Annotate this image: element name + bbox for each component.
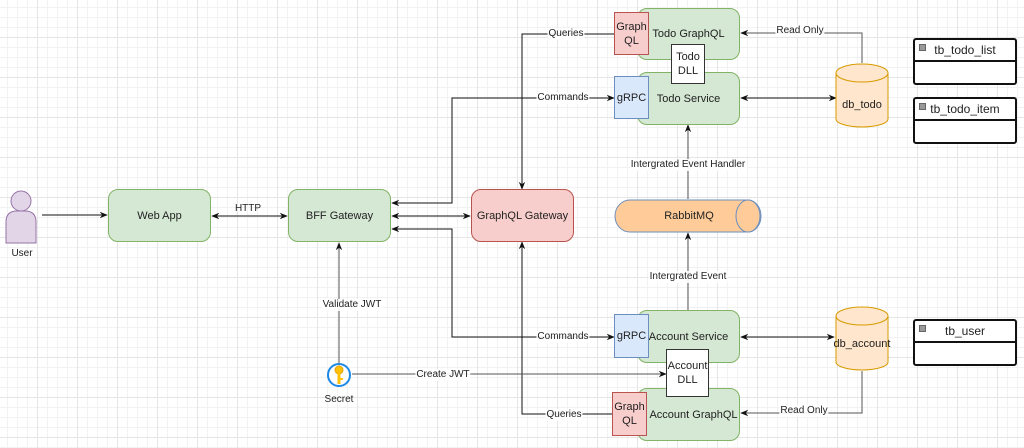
collapse-icon[interactable]	[919, 103, 926, 110]
edge-queries-todo	[518, 33, 614, 190]
user-label: User	[11, 248, 33, 259]
table-tb-todo-item[interactable]: tb_todo_item	[913, 97, 1017, 144]
db-account-cylinder	[835, 306, 889, 371]
db-account-label[interactable]: db_account	[833, 338, 891, 350]
label-validate-jwt: Validate JWT	[321, 299, 383, 311]
label-commands-top: Commands	[536, 92, 590, 104]
key-icon	[327, 363, 351, 387]
collapse-icon[interactable]	[919, 325, 926, 332]
label-queries-bottom: Queries	[545, 409, 583, 421]
account-graphql-badge: Graph QL	[612, 392, 647, 436]
graphql-gateway-node[interactable]: GraphQL Gateway	[471, 189, 574, 242]
account-dll-doc: Account DLL	[666, 349, 709, 397]
label-queries-top: Queries	[547, 28, 585, 40]
todo-graphql-badge: Graph QL	[614, 12, 649, 55]
label-read-only-bottom: Read Only	[779, 405, 829, 417]
web-app-node[interactable]: Web App	[108, 189, 211, 242]
rabbitmq-label[interactable]: RabbitMQ	[664, 210, 714, 222]
label-read-only-top: Read Only	[775, 25, 825, 37]
db-todo-cylinder	[835, 63, 889, 128]
table-tb-todo-list[interactable]: tb_todo_list	[913, 38, 1017, 85]
edge-read-only-todo	[740, 29, 863, 63]
secret-label: Secret	[324, 394, 354, 405]
label-commands-bottom: Commands	[536, 331, 590, 343]
collapse-icon[interactable]	[919, 44, 926, 51]
user-icon	[5, 190, 37, 244]
table-name: tb_user	[944, 324, 986, 338]
edge-commands-account	[391, 225, 615, 341]
rabbitmq-queue	[614, 199, 762, 233]
db-todo-label[interactable]: db_todo	[842, 99, 882, 111]
todo-dll-doc: Todo DLL	[671, 44, 705, 84]
bff-gateway-node[interactable]: BFF Gateway	[288, 189, 391, 242]
table-name: tb_todo_item	[930, 102, 1000, 116]
todo-grpc-badge: gRPC	[614, 76, 649, 119]
label-http: HTTP	[234, 203, 262, 214]
account-grpc-badge: gRPC	[614, 314, 649, 358]
edge-queries-account	[518, 241, 612, 415]
edge-commands-todo	[391, 94, 615, 207]
table-tb-user[interactable]: tb_user	[913, 319, 1017, 366]
label-event-handler: Intergrated Event Handler	[629, 159, 747, 171]
label-create-jwt: Create JWT	[415, 369, 471, 381]
table-name: tb_todo_list	[934, 43, 996, 57]
label-event: Intergrated Event	[648, 271, 728, 283]
